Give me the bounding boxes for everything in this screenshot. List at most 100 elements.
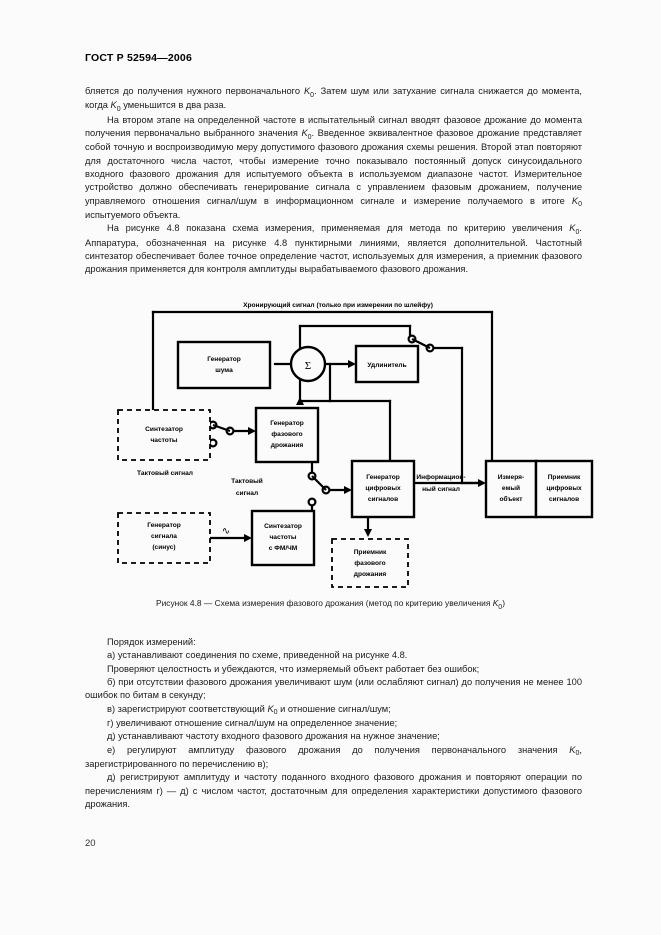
block-digital-signal-receiver-line-0: Приемник	[548, 474, 581, 481]
procedure-item-b: б) при отсутствии фазового дрожания увел…	[85, 677, 582, 701]
figure-caption-part-a: Рисунок 4.8 — Схема измерения фазового д…	[156, 598, 493, 608]
symbol-k: K	[569, 744, 576, 755]
arrow-summer-to-extender	[348, 360, 356, 368]
block-signal-generator-sine-line-0: Генератор	[147, 522, 181, 529]
label-info-signal-line1: Информацион-	[416, 474, 465, 481]
arrow-clockswitch-to-gen	[344, 486, 352, 494]
procedure-item-a2: Проверяют целостность и убеждаются, что …	[107, 663, 480, 674]
switch-terminal-clock-bottom	[307, 497, 317, 507]
procedure-item-v-part-a: в) зарегистрируют соответствующий	[107, 703, 268, 714]
sine-wave-icon: ∿	[222, 526, 230, 537]
block-signal-generator-sine-line-1: сигнала	[151, 533, 177, 540]
figure-caption-symbol-k-subscript: 0	[498, 603, 503, 611]
page-number: 20	[85, 838, 96, 849]
block-jitter-generator-box	[254, 406, 320, 464]
arrow-right-into-object	[478, 479, 486, 487]
block-digital-signal-generator-box	[350, 459, 416, 519]
paragraph-3-part-a: На рисунке 4.8 показана схема измерения,…	[107, 223, 570, 234]
block-fm-pm-synthesizer-line-0: Синтезатор	[264, 523, 302, 530]
block-noise-generator: Генератор шума	[176, 340, 272, 390]
procedure-title: Порядок измерений:	[107, 637, 196, 647]
procedure-item-d2: д) регистрируют амплитуду и частоту пода…	[85, 772, 582, 810]
paragraph-2-part-b: . Введенное эквивалентное фазовое дрожан…	[85, 128, 582, 206]
block-extender-box	[354, 344, 420, 384]
label-clocking-signal: Хронирующий сигнал (только при измерении…	[243, 301, 433, 309]
switch-blade-extender	[411, 338, 431, 349]
procedure-item-v: в) зарегистрируют соответствующий K0 и о…	[85, 703, 582, 717]
block-digital-signal-receiver: Приемник цифровых сигналов	[534, 459, 594, 519]
block-frequency-synthesizer-line-0: Синтезатор	[145, 426, 183, 433]
block-fm-pm-synthesizer-line-1: частоты	[269, 534, 296, 541]
block-jitter-receiver-box	[331, 538, 409, 588]
figure-caption: Рисунок 4.8 — Схема измерения фазового д…	[0, 598, 661, 611]
block-frequency-synthesizer-box	[117, 409, 211, 461]
block-signal-generator-sine: Генератор сигнала (синус)	[117, 512, 211, 564]
symbol-k: K	[569, 223, 576, 234]
symbol-k: K	[301, 128, 308, 139]
block-jitter-receiver: Приемник фазового дрожания	[331, 538, 409, 588]
block-noise-generator-line-1: шума	[215, 367, 233, 374]
block-jitter-receiver-line-2: дрожания	[354, 571, 387, 578]
block-jitter-generator-line-2: дрожания	[271, 442, 304, 449]
paragraph-3-part-b: . Аппаратура, обозначенная на рисунке 4.…	[85, 223, 582, 275]
block-signal-generator-sine-box	[117, 512, 211, 564]
block-summer-circle	[289, 345, 327, 383]
symbol-k-subscript: 0	[310, 91, 315, 99]
block-frequency-synthesizer: Синтезатор частоты	[117, 409, 211, 461]
arrow-switch-to-jitter	[248, 427, 256, 435]
procedure-item-g: г) увеличивают отношение сигнал/шум на о…	[107, 718, 398, 729]
block-digital-signal-receiver-line-2: сигналов	[549, 496, 579, 503]
block-measured-object-line-1: емый	[502, 484, 520, 492]
block-fm-pm-synthesizer: Синтезатор частоты с ФМ/ЧМ	[250, 509, 316, 567]
label-info-signal-line2: ный сигнал	[422, 485, 460, 493]
block-jitter-receiver-line-0: Приемник	[354, 549, 387, 556]
symbol-k: K	[110, 100, 117, 111]
block-digital-signal-receiver-line-1: цифровых	[546, 485, 582, 492]
block-digital-signal-generator: Генератор цифровых сигналов	[350, 459, 416, 519]
block-measured-object-line-0: Измеря-	[498, 474, 524, 481]
standard-header: ГОСТ Р 52594—2006	[85, 52, 193, 64]
symbol-k-subscript: 0	[307, 133, 312, 141]
arrow-summer-feed-up	[296, 397, 304, 405]
switch-blade-synth	[212, 423, 231, 433]
arrow-sine-to-fm	[244, 534, 252, 542]
block-noise-generator-line-0: Генератор	[207, 356, 241, 363]
block-jitter-generator-line-0: Генератор	[270, 420, 304, 427]
block-jitter-receiver-line-1: фазового	[354, 560, 385, 567]
block-measured-object: Измеря- емый объект	[484, 459, 538, 519]
block-summer: Σ	[289, 345, 327, 383]
procedure-item-e: е) регулируют амплитуду фазового дрожани…	[85, 744, 582, 772]
block-frequency-synthesizer-line-1: частоты	[150, 437, 177, 444]
block-digital-signal-receiver-box	[534, 459, 594, 519]
body-text-procedure: Порядок измерений: а) устанавливают соед…	[85, 636, 582, 811]
body-text-top: бляется до получения нужного первоначаль…	[85, 85, 582, 277]
symbol-k: K	[303, 86, 311, 96]
procedure-item-a: а) устанавливают соединения по схеме, пр…	[107, 650, 408, 661]
block-digital-signal-generator-line-1: цифровых	[365, 485, 401, 492]
symbol-k: K	[267, 703, 274, 714]
paragraph-1-part-b: . Затем шум или затухание сигнала снижае…	[85, 86, 582, 111]
paragraph-2: На втором этапе на определенной частоте …	[85, 114, 582, 223]
figure-caption-part-b: )	[502, 598, 505, 608]
label-clock-signal-1: Тактовый сигнал	[137, 469, 193, 477]
paragraph-3: На рисунке 4.8 показана схема измерения,…	[85, 222, 582, 276]
label-clock-signal-2-line2: сигнал	[236, 490, 258, 497]
procedure-item-e-part-a: е) регулируют амплитуду фазового дрожани…	[107, 744, 570, 755]
block-fm-pm-synthesizer-line-2: с ФМ/ЧМ	[269, 545, 298, 552]
procedure-item-v-part-b: и отношение сигнал/шум;	[277, 703, 391, 714]
block-measured-object-line-2: объект	[499, 495, 523, 503]
symbol-k-subscript: 0	[575, 228, 580, 236]
block-extender-label: Удлинитель	[367, 362, 406, 369]
arrow-gen-to-jitterrx	[364, 529, 372, 537]
paragraph-2-part-a: На втором этапе на определенной частоте …	[85, 114, 582, 139]
procedure-item-e-part-b: , зарегистрированного по перечислению в)…	[85, 744, 582, 770]
figure-4-8-diagram: Хронирующий сигнал (только при измерении…	[0, 298, 661, 598]
symbol-k-subscript: 0	[273, 709, 278, 717]
paragraph-1: бляется до получения нужного первоначаль…	[85, 85, 582, 114]
procedure-item-d: д) устанавливают частоту входного фазово…	[107, 731, 440, 742]
block-signal-generator-sine-line-2: (синус)	[152, 544, 175, 551]
block-digital-signal-generator-line-2: сигналов	[368, 496, 398, 503]
symbol-k-subscript: 0	[116, 105, 121, 113]
label-clock-signal-2-line1: Тактовый	[231, 477, 263, 485]
